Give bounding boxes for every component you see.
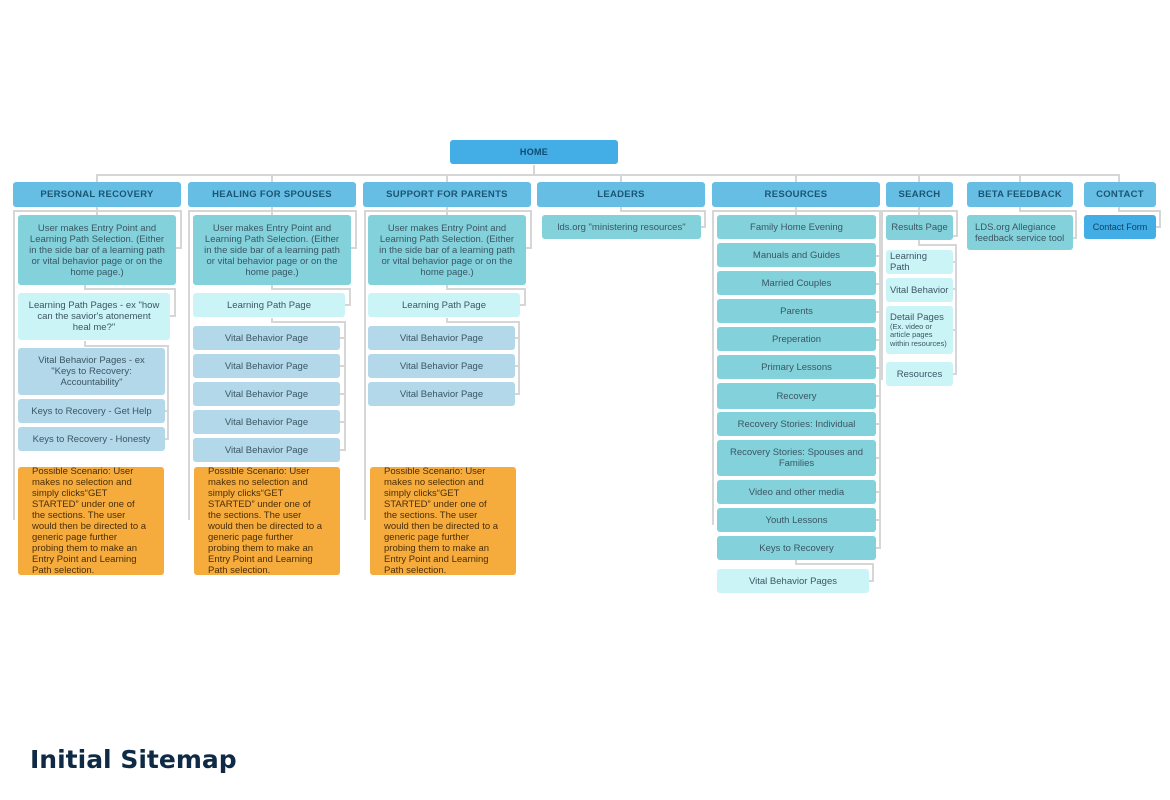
contact-form-node: Contact Form: [1084, 215, 1156, 239]
allegiance-feedback-node: LDS.org Allegiance feedback service tool: [967, 215, 1073, 250]
section-personal-recovery: PERSONAL RECOVERY: [13, 182, 181, 207]
search-detail-pages: Detail Pages (Ex. video or article pages…: [886, 306, 953, 354]
section-search: SEARCH: [886, 182, 953, 207]
section-leaders: LEADERS: [537, 182, 705, 207]
search-vital-behavior: Vital Behavior: [886, 278, 953, 302]
ministering-resources-node: lds.org "ministering resources": [542, 215, 701, 239]
diagram-caption: Initial Sitemap: [30, 745, 237, 774]
search-learning-path: Learning Path: [886, 250, 953, 274]
vital-behavior-pages-node: Vital Behavior Pages - ex "Keys to Recov…: [18, 348, 165, 395]
section-healing-for-spouses: HEALING FOR SPOUSES: [188, 182, 356, 207]
vital-behavior-page-node: Vital Behavior Page: [368, 354, 515, 378]
vital-behavior-page-node: Vital Behavior Page: [193, 382, 340, 406]
resource-recovery: Recovery: [717, 383, 876, 409]
vital-behavior-page-node: Vital Behavior Page: [193, 410, 340, 434]
entry-point-node: User makes Entry Point and Learning Path…: [368, 215, 526, 285]
section-beta-feedback: BETA FEEDBACK: [967, 182, 1073, 207]
detail-pages-note: (Ex. video or article pages within resou…: [890, 321, 947, 348]
scenario-note: Possible Scenario: User makes no selecti…: [370, 466, 516, 576]
scenario-note: Possible Scenario: User makes no selecti…: [18, 466, 164, 576]
resource-preperation: Preperation: [717, 327, 876, 351]
resource-parents: Parents: [717, 299, 876, 323]
vital-behavior-page-node: Vital Behavior Page: [193, 438, 340, 462]
resource-primary-lessons: Primary Lessons: [717, 355, 876, 379]
resource-keys-to-recovery: Keys to Recovery: [717, 536, 876, 560]
resource-video-and-other-media: Video and other media: [717, 480, 876, 504]
learning-path-page-node: Learning Path Page: [193, 293, 345, 317]
vital-behavior-page-node: Vital Behavior Page: [368, 326, 515, 350]
scenario-note: Possible Scenario: User makes no selecti…: [194, 466, 340, 576]
resource-recovery-stories-individual: Recovery Stories: Individual: [717, 412, 876, 436]
search-results-page: Results Page: [886, 215, 953, 240]
resource-married-couples: Married Couples: [717, 271, 876, 295]
scenario-text: Possible Scenario: User makes no selecti…: [208, 466, 323, 576]
home-node: HOME: [450, 140, 618, 164]
entry-point-node: User makes Entry Point and Learning Path…: [193, 215, 351, 285]
resource-vital-behavior-pages: Vital Behavior Pages: [717, 569, 869, 593]
section-support-for-parents: SUPPORT FOR PARENTS: [363, 182, 531, 207]
scenario-text: Possible Scenario: User makes no selecti…: [32, 466, 147, 576]
keys-get-help-node: Keys to Recovery - Get Help: [18, 399, 165, 423]
resource-recovery-stories-spouses: Recovery Stories: Spouses and Families: [717, 440, 876, 476]
vital-behavior-page-node: Vital Behavior Page: [193, 326, 340, 350]
scenario-text: Possible Scenario: User makes no selecti…: [384, 466, 499, 576]
learning-path-page-node: Learning Path Page: [368, 293, 520, 317]
detail-pages-label: Detail Pages: [890, 311, 944, 323]
resource-family-home-evening: Family Home Evening: [717, 215, 876, 239]
keys-honesty-node: Keys to Recovery - Honesty: [18, 427, 165, 451]
section-resources: RESOURCES: [712, 182, 880, 207]
section-contact: CONTACT: [1084, 182, 1156, 207]
entry-point-node: User makes Entry Point and Learning Path…: [18, 215, 176, 285]
resource-manuals-and-guides: Manuals and Guides: [717, 243, 876, 267]
vital-behavior-page-node: Vital Behavior Page: [368, 382, 515, 406]
search-resources: Resources: [886, 362, 953, 386]
resource-youth-lessons: Youth Lessons: [717, 508, 876, 532]
learning-path-pages-node: Learning Path Pages - ex "how can the sa…: [18, 293, 170, 340]
vital-behavior-page-node: Vital Behavior Page: [193, 354, 340, 378]
